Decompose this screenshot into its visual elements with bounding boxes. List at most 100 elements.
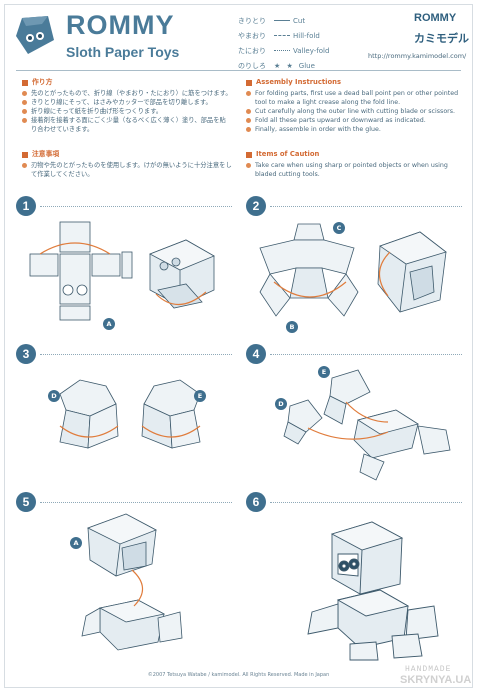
rommy-logo-icon [16, 16, 54, 54]
item-text: For folding parts, first use a dead ball… [255, 90, 459, 106]
item-text: Cut carefully along the outer line with … [255, 108, 456, 115]
legend-jp: たにおり [238, 46, 266, 55]
part-label-a: A [70, 537, 82, 549]
valley-fold-line-sample [274, 50, 290, 51]
part-label-d: D [48, 390, 60, 402]
brand-subtitle: Sloth Paper Toys [66, 44, 180, 60]
section-heading: Items of Caution [246, 150, 460, 159]
heading-text: Assembly Instructions [256, 78, 342, 86]
jp-instructions: 作り方 先のとがったもので、折り線（やまおり・たにおり）に筋をつけます。 きりと… [22, 78, 232, 134]
step-4-badge: 4 [246, 344, 266, 364]
step-3-badge: 3 [16, 344, 36, 364]
legend-en: Valley-fold [293, 46, 330, 55]
step-5-diagram [81, 513, 183, 651]
part-label-c: C [333, 222, 345, 234]
step-3-diagram [59, 379, 201, 449]
list-item: Take care when using sharp or pointed ob… [246, 161, 460, 179]
dot-bullet-icon [22, 118, 27, 123]
part-label-a: A [103, 318, 115, 330]
dot-bullet-icon [246, 163, 251, 168]
list-item: 先のとがったもので、折り線（やまおり・たにおり）に筋をつけます。 [22, 89, 232, 98]
square-bullet-icon [22, 79, 28, 86]
item-text: Take care when using sharp or pointed ob… [255, 162, 448, 178]
dot-bullet-icon [246, 118, 251, 123]
step-5-badge: 5 [16, 492, 36, 512]
hill-fold-line-sample [274, 35, 290, 36]
legend-en: Hill-fold [293, 31, 320, 40]
legend-jp: のりしろ [238, 61, 266, 70]
step-divider [270, 206, 462, 207]
list-item: For folding parts, first use a dead ball… [246, 89, 460, 107]
step-1-badge: 1 [16, 196, 36, 216]
legend-cut: きりとり Cut [238, 13, 329, 28]
list-item: きりとり線にそって、はさみやカッターで部品を切り離します。 [22, 98, 232, 107]
list-item: 接着剤を接着する面にごく少量（なるべく広く薄く）塗り、部品を貼り合わせていきます… [22, 116, 232, 134]
list-item: Cut carefully along the outer line with … [246, 107, 460, 116]
step-4-diagram [283, 369, 451, 481]
dot-bullet-icon [22, 109, 27, 114]
legend-valley: たにおり Valley-fold [238, 43, 329, 58]
heading-text: Items of Caution [256, 150, 320, 158]
step-divider [40, 206, 232, 207]
item-text: 先のとがったもので、折り線（やまおり・たにおり）に筋をつけます。 [31, 90, 232, 97]
part-label-e: E [318, 366, 330, 378]
step-1-diagram [29, 221, 215, 321]
part-label-e: E [194, 390, 206, 402]
glue-star-icon: ★ ★ [274, 61, 295, 70]
step-divider [270, 354, 462, 355]
square-bullet-icon [22, 151, 28, 158]
brand-title: ROMMY [66, 10, 175, 40]
item-text: きりとり線にそって、はさみやカッターで部品を切り離します。 [31, 99, 212, 106]
dot-bullet-icon [22, 91, 27, 96]
copyright-notice: ©2007 Tetsuya Watabe / kamimodel. All Ri… [147, 672, 330, 678]
legend-en: Cut [293, 16, 306, 25]
list-item: Finally, assemble in order with the glue… [246, 125, 460, 134]
section-heading: 作り方 [22, 78, 232, 87]
line-legend: きりとり Cut やまおり Hill-fold たにおり Valley-fold… [238, 13, 329, 73]
dot-bullet-icon [246, 91, 251, 96]
cut-line-sample [274, 20, 290, 21]
item-text: 接着剤を接着する面にごく少量（なるべく広く薄く）塗り、部品を貼り合わせていきます… [31, 117, 226, 133]
page-border [4, 4, 473, 688]
legend-glue: のりしろ ★ ★ Glue [238, 58, 329, 73]
section-heading: 注意事項 [22, 150, 232, 159]
heading-text: 作り方 [32, 78, 53, 86]
part-label-b: B [286, 321, 298, 333]
item-text: 刃物や先のとがったものを使用します。けがの無いように十分注意をして作業してくださ… [31, 162, 232, 178]
list-item: 刃物や先のとがったものを使用します。けがの無いように十分注意をして作業してくださ… [22, 161, 232, 179]
step-2-diagram [259, 223, 447, 317]
legend-jp: やまおり [238, 31, 266, 40]
legend-jp: きりとり [238, 16, 266, 25]
step-divider [40, 354, 232, 355]
item-text: Finally, assemble in order with the glue… [255, 126, 381, 133]
en-instructions: Assembly Instructions For folding parts,… [246, 78, 460, 134]
jp-caution: 注意事項 刃物や先のとがったものを使用します。けがの無いように十分注意をして作業… [22, 150, 232, 179]
heading-text: 注意事項 [32, 150, 60, 158]
item-text: 折り線にそって紙を折り曲げ形をつくります。 [31, 108, 163, 115]
watermark-site: SKRYNYA.UA [400, 674, 472, 686]
square-bullet-icon [246, 151, 252, 158]
step-6-badge: 6 [246, 492, 266, 512]
brand-right-jp: カミモデル [414, 32, 469, 45]
website-url: http://rommy.kamimodel.com/ [368, 52, 467, 60]
step-divider [270, 502, 462, 503]
part-label-d: D [275, 398, 287, 410]
square-bullet-icon [246, 79, 252, 86]
dot-bullet-icon [22, 100, 27, 105]
item-text: Fold all these parts upward or downward … [255, 117, 426, 124]
dot-bullet-icon [22, 163, 27, 168]
section-heading: Assembly Instructions [246, 78, 460, 87]
step-6-diagram [307, 521, 439, 661]
watermark-handmade: HANDMADE [405, 665, 452, 674]
step-divider [40, 502, 232, 503]
list-item: 折り線にそって紙を折り曲げ形をつくります。 [22, 107, 232, 116]
brand-right: ROMMY [414, 12, 457, 24]
list-item: Fold all these parts upward or downward … [246, 116, 460, 125]
header-divider [16, 70, 461, 71]
step-2-badge: 2 [246, 196, 266, 216]
dot-bullet-icon [246, 127, 251, 132]
dot-bullet-icon [246, 109, 251, 114]
legend-en: Glue [298, 61, 315, 70]
legend-hill: やまおり Hill-fold [238, 28, 329, 43]
